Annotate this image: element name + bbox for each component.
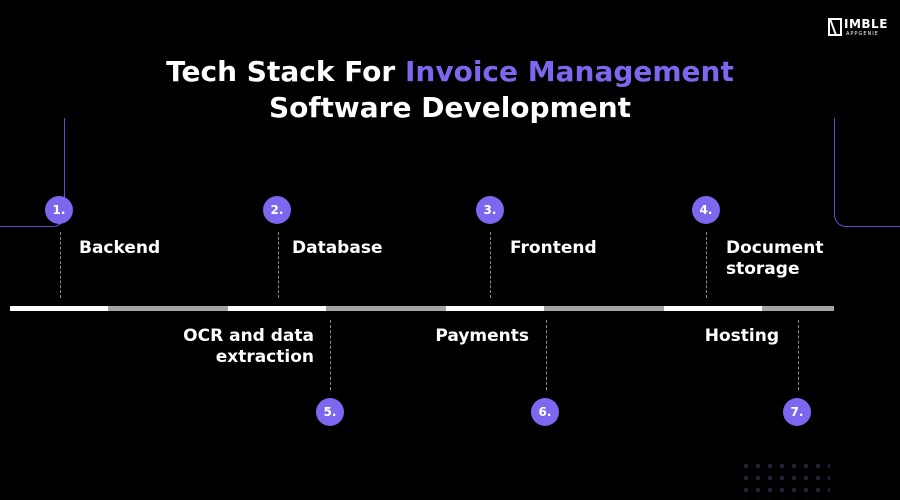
step-label-line: OCR and data — [183, 326, 314, 346]
decorative-dot-grid — [740, 460, 830, 500]
right-corner-frame — [834, 118, 900, 227]
timeline-segment — [544, 306, 664, 311]
step-connector-4 — [706, 232, 707, 298]
timeline-segment — [108, 306, 228, 311]
timeline-segment — [446, 306, 544, 311]
logo-mark-icon — [828, 18, 842, 36]
timeline-segment — [326, 306, 446, 311]
step-badge-2: 2. — [263, 196, 291, 224]
step-label-document-storage: Document storage — [726, 238, 823, 280]
timeline-segment — [10, 306, 108, 311]
step-badge-1: 1. — [45, 196, 73, 224]
title-line-1: Tech Stack For Invoice Management — [0, 54, 900, 90]
step-connector-3 — [490, 232, 491, 298]
step-connector-1 — [60, 232, 61, 298]
title-line-2: Software Development — [268, 91, 632, 124]
brand-name: IMBLE — [844, 17, 888, 31]
step-label-line: Document — [726, 238, 824, 258]
step-badge-7: 7. — [783, 398, 811, 426]
step-connector-2 — [278, 232, 279, 298]
step-label-ocr: OCR and data extraction — [150, 326, 314, 368]
page-title: Tech Stack For Invoice Management Softwa… — [0, 54, 900, 126]
brand-subtitle: APPGENIE — [846, 31, 879, 37]
step-badge-5: 5. — [316, 398, 344, 426]
timeline-segment — [228, 306, 326, 311]
step-label-line: storage — [726, 259, 800, 279]
timeline-segment — [762, 306, 834, 311]
brand-logo: IMBLE APPGENIE — [828, 16, 888, 42]
step-label-backend: Backend — [79, 238, 161, 258]
step-label-payments: Payments — [435, 326, 529, 346]
left-corner-frame — [0, 118, 65, 227]
step-label-line: extraction — [215, 347, 314, 367]
step-connector-5 — [330, 320, 331, 390]
step-label-database: Database — [292, 238, 383, 258]
title-accent: Invoice Management — [404, 55, 734, 88]
step-badge-4: 4. — [692, 196, 720, 224]
timeline-bar — [10, 306, 834, 311]
title-part-1: Tech Stack For — [166, 55, 405, 88]
timeline-segment — [664, 306, 762, 311]
step-badge-3: 3. — [476, 196, 504, 224]
step-connector-6 — [546, 320, 547, 390]
step-connector-7 — [798, 320, 799, 390]
step-label-hosting: Hosting — [704, 326, 779, 346]
step-badge-6: 6. — [531, 398, 559, 426]
step-label-frontend: Frontend — [510, 238, 597, 258]
